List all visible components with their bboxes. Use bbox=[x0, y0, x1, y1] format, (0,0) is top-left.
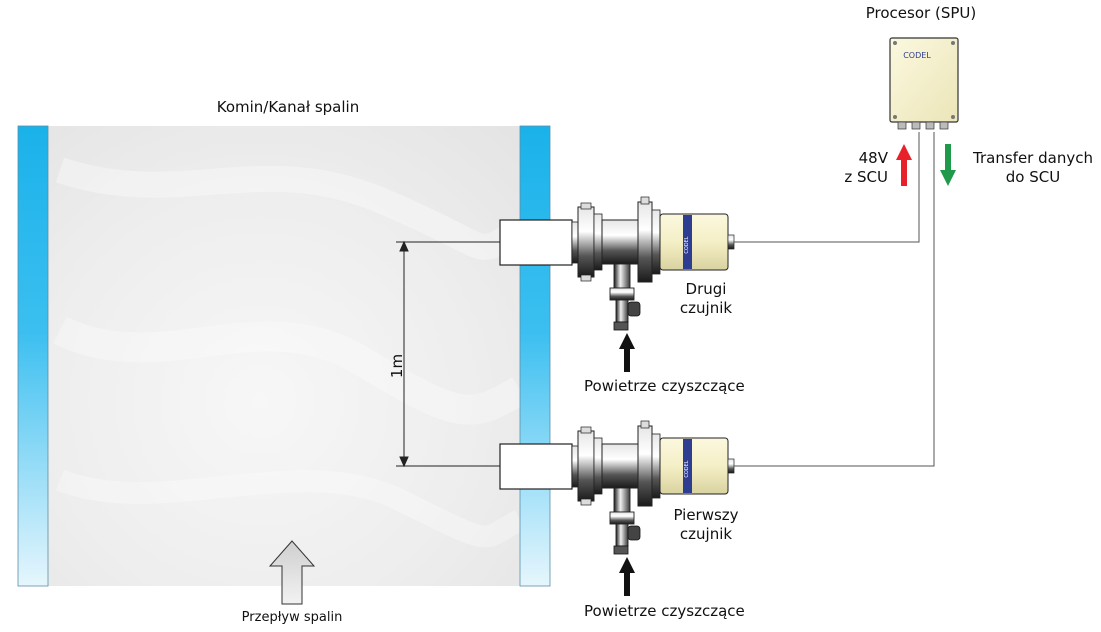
first-sensor-label-line1: Pierwszy bbox=[673, 506, 739, 524]
purge-air-label-upper: Powietrze czyszczące bbox=[584, 377, 745, 395]
data-arrow-icon bbox=[940, 144, 956, 186]
gas-flow-arrow-icon bbox=[268, 540, 316, 605]
purge-air-arrow-upper-icon bbox=[619, 333, 635, 372]
processor-brand: CODEL bbox=[903, 51, 931, 60]
purge-air-arrow-lower-icon bbox=[619, 557, 635, 596]
gas-flow-label: Przepływ spalin bbox=[241, 610, 343, 625]
first-sensor-brand: CODEL bbox=[684, 460, 690, 477]
processor-box: CODEL bbox=[889, 37, 959, 130]
power-arrow-icon bbox=[896, 144, 912, 186]
distance-label: 1m bbox=[388, 354, 406, 378]
power-label-line1: 48V bbox=[858, 149, 888, 167]
second-sensor-label-line2: czujnik bbox=[679, 299, 733, 317]
power-label-line2: z SCU bbox=[844, 168, 888, 186]
first-sensor-label-line2: czujnik bbox=[679, 525, 733, 543]
data-label-line1: Transfer danych bbox=[973, 149, 1093, 167]
processor-label: Procesor (SPU) bbox=[865, 4, 977, 22]
stack-label: Komin/Kanał spalin bbox=[216, 98, 360, 116]
cable-second-sensor bbox=[734, 132, 920, 243]
data-label-line2: do SCU bbox=[1005, 168, 1061, 186]
second-sensor-brand: CODEL bbox=[684, 236, 690, 253]
second-sensor-label-line1: Drugi bbox=[685, 280, 727, 298]
distance-dimension bbox=[396, 240, 500, 468]
duct-wall-right bbox=[519, 125, 551, 587]
cable-first-sensor bbox=[734, 132, 935, 467]
duct-wall-left bbox=[17, 125, 49, 587]
purge-air-label-lower: Powietrze czyszczące bbox=[584, 602, 745, 620]
duct-interior bbox=[48, 126, 520, 586]
